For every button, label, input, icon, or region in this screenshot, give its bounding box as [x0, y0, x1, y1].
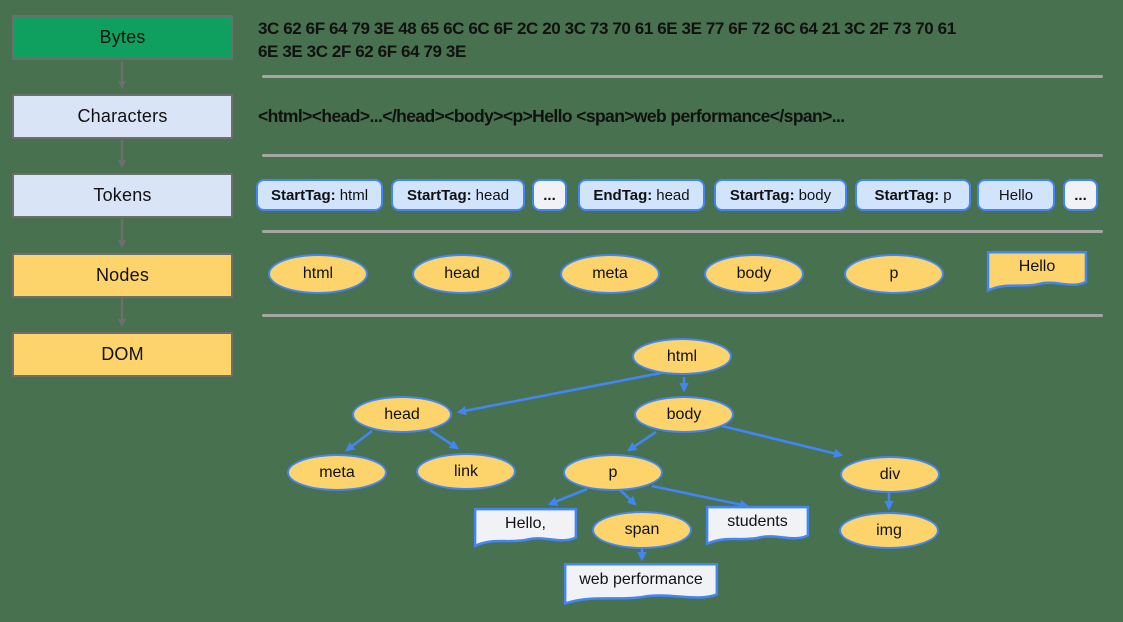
arrow-head-to-link: [429, 428, 459, 450]
token-value: p: [943, 186, 952, 204]
bytes-hex-line-1: 3C 62 6F 64 79 3E 48 65 6C 6C 6F 2C 20 3…: [258, 19, 956, 38]
arrow-p-to-span: [619, 489, 637, 506]
dom-node-link: link: [416, 453, 516, 490]
dom-text-node-hello: Hello,: [473, 507, 578, 551]
token-ellipsis-label: ...: [1074, 186, 1087, 204]
separator-3: [262, 230, 1103, 233]
characters-markup-text: <html><head>...</head><body><p>Hello <sp…: [258, 106, 845, 126]
token-kind: StartTag:: [729, 186, 795, 204]
token-endtag-head: EndTag: head: [578, 179, 705, 211]
dom-node-body: body: [634, 396, 734, 433]
text-node-label: Hello: [1018, 258, 1056, 276]
node-head: head: [412, 254, 512, 294]
token-value: Hello: [998, 186, 1034, 204]
token-text-hello: Hello: [977, 179, 1055, 211]
token-value: head: [475, 186, 510, 204]
separator-2: [262, 154, 1103, 157]
token-starttag-head: StartTag: head: [391, 179, 525, 211]
dom-text-node-students: students: [705, 505, 810, 549]
dom-node-p: p: [563, 454, 663, 491]
token-kind: StartTag:: [874, 186, 940, 204]
arrow-body-to-div: [721, 424, 844, 458]
node-html: html: [268, 254, 368, 294]
token-kind: StartTag:: [270, 186, 336, 204]
token-kind: StartTag:: [406, 186, 472, 204]
node-p: p: [844, 254, 944, 294]
node-body: body: [704, 254, 804, 294]
dom-text-node-web-performance: web performance: [562, 562, 720, 609]
pipeline-stage-characters: Characters: [12, 94, 233, 139]
arrow-p-to-students: [651, 484, 750, 510]
token-value: body: [798, 186, 832, 204]
token-starttag-p: StartTag: p: [855, 179, 971, 211]
dom-node-head: head: [352, 396, 452, 433]
separator-1: [262, 75, 1103, 78]
pipeline-stage-bytes: Bytes: [12, 15, 233, 60]
separator-4: [262, 314, 1103, 317]
dom-node-html: html: [632, 338, 732, 375]
dom-node-div: div: [840, 456, 940, 493]
flag-shape: [986, 250, 1088, 296]
flag-shape: [562, 562, 720, 609]
arrow-head-to-meta: [345, 429, 373, 452]
node-text-hello: Hello: [986, 250, 1088, 296]
token-ellipsis-label: ...: [543, 186, 556, 204]
flag-shape: [473, 507, 578, 551]
dom-node-img: img: [839, 512, 939, 549]
token-starttag-html: StartTag: html: [256, 179, 383, 211]
token-value: html: [339, 186, 369, 204]
token-starttag-body: StartTag: body: [714, 179, 847, 211]
arrow-p-to-hello: [547, 487, 588, 506]
pipeline-stage-nodes: Nodes: [12, 253, 233, 298]
arrow-html-to-head: [456, 370, 667, 416]
token-value: head: [656, 186, 690, 204]
text-node-label: Hello,: [505, 514, 546, 532]
node-meta: meta: [560, 254, 660, 294]
pipeline-stage-tokens: Tokens: [12, 173, 233, 218]
flag-shape: [705, 505, 810, 549]
dom-node-meta: meta: [287, 454, 387, 491]
token-ellipsis-1: ...: [532, 179, 567, 211]
dom-node-span: span: [592, 511, 692, 549]
text-node-label: students: [727, 512, 788, 530]
arrow-body-to-p: [627, 430, 657, 452]
token-kind: EndTag:: [593, 186, 653, 204]
text-node-label: web performance: [579, 570, 703, 588]
pipeline-stage-dom: DOM: [12, 332, 233, 377]
bytes-hex-line-2: 6E 3E 3C 2F 62 6F 64 79 3E: [258, 42, 466, 61]
token-ellipsis-2: ...: [1063, 179, 1098, 211]
